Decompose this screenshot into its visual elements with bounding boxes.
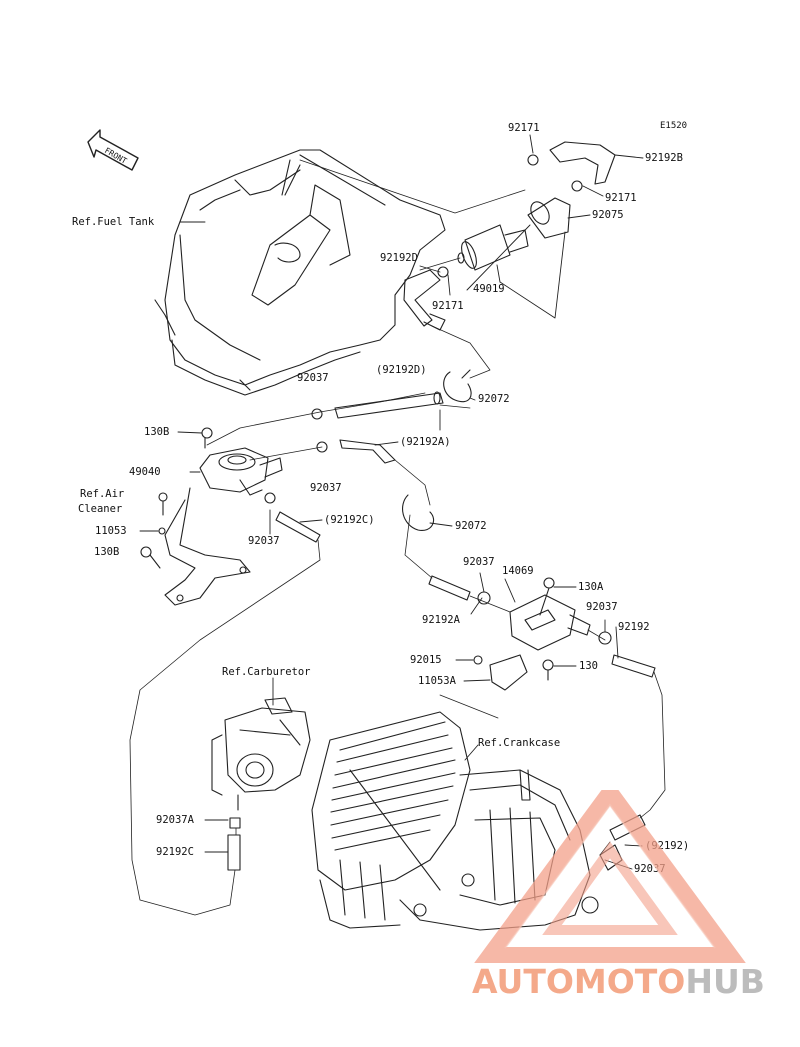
routing-lines (129, 159, 666, 916)
reference-code: E1520 (660, 121, 688, 131)
part-label-92192A: 92192A (422, 614, 460, 626)
watermark-text: AUTOMOTOHUB (472, 962, 765, 1001)
hose-and-clamp-drawing (264, 369, 472, 601)
fuel-filter-drawing (403, 141, 616, 331)
part-label-130B-top: 130B (144, 426, 170, 438)
ref-label-fuel-tank: Ref.Fuel Tank (72, 216, 155, 228)
part-label-92075: 92075 (592, 209, 624, 221)
part-label-92037-c: 92037 (248, 535, 280, 547)
watermark-text-part1: AUTOMOTO (472, 962, 686, 1001)
part-label-92171-right: 92171 (605, 192, 637, 204)
fuel-pump-drawing (140, 427, 283, 569)
part-label-92192A-paren: (92192A) (400, 436, 451, 448)
part-label-49040: 49040 (129, 466, 161, 478)
front-arrow-icon: FRONT (87, 129, 139, 171)
carburetor-drawing (211, 697, 311, 871)
part-label-11053: 11053 (95, 525, 127, 537)
part-label-11053A: 11053A (418, 675, 456, 687)
part-label-130A: 130A (578, 581, 604, 593)
ref-label-air-cleaner-line1: Ref.Air (80, 488, 125, 500)
part-label-92192B: 92192B (645, 152, 683, 164)
ref-label-carburetor: Ref.Carburetor (222, 666, 311, 678)
part-label-92072-top: 92072 (478, 393, 510, 405)
part-label-92192D-paren: (92192D) (376, 364, 427, 376)
part-label-92192C: 92192C (156, 846, 194, 858)
part-label-92037-e: 92037 (586, 601, 618, 613)
part-label-92192D: 92192D (380, 252, 418, 264)
part-label-130B-bottom: 130B (94, 546, 120, 558)
valve-14069-drawing (473, 577, 656, 691)
part-label-92037A: 92037A (156, 814, 194, 826)
part-label-92037-b: 92037 (310, 482, 342, 494)
ref-label-air-cleaner-line2: Cleaner (78, 503, 123, 515)
part-label-92171-top: 92171 (508, 122, 540, 134)
part-label-92192C-paren: (92192C) (324, 514, 375, 526)
part-label-92015: 92015 (410, 654, 442, 666)
fuel-tank-drawing (154, 149, 446, 396)
watermark-logo-icon (474, 790, 746, 963)
part-label-92037-a: 92037 (297, 372, 329, 384)
leader-lines (139, 134, 644, 870)
ref-label-crankcase: Ref.Crankcase (478, 737, 561, 749)
part-label-92037-d: 92037 (463, 556, 495, 568)
part-label-92192: 92192 (618, 621, 650, 633)
part-label-130: 130 (579, 660, 598, 672)
part-label-92171-mid: 92171 (432, 300, 464, 312)
bracket-drawing (164, 487, 251, 606)
part-label-49019: 49019 (473, 283, 505, 295)
part-label-92072-mid: 92072 (455, 520, 487, 532)
watermark-text-part2: HUB (685, 962, 765, 1001)
front-arrow-text: FRONT (103, 146, 129, 166)
part-label-14069: 14069 (502, 565, 534, 577)
